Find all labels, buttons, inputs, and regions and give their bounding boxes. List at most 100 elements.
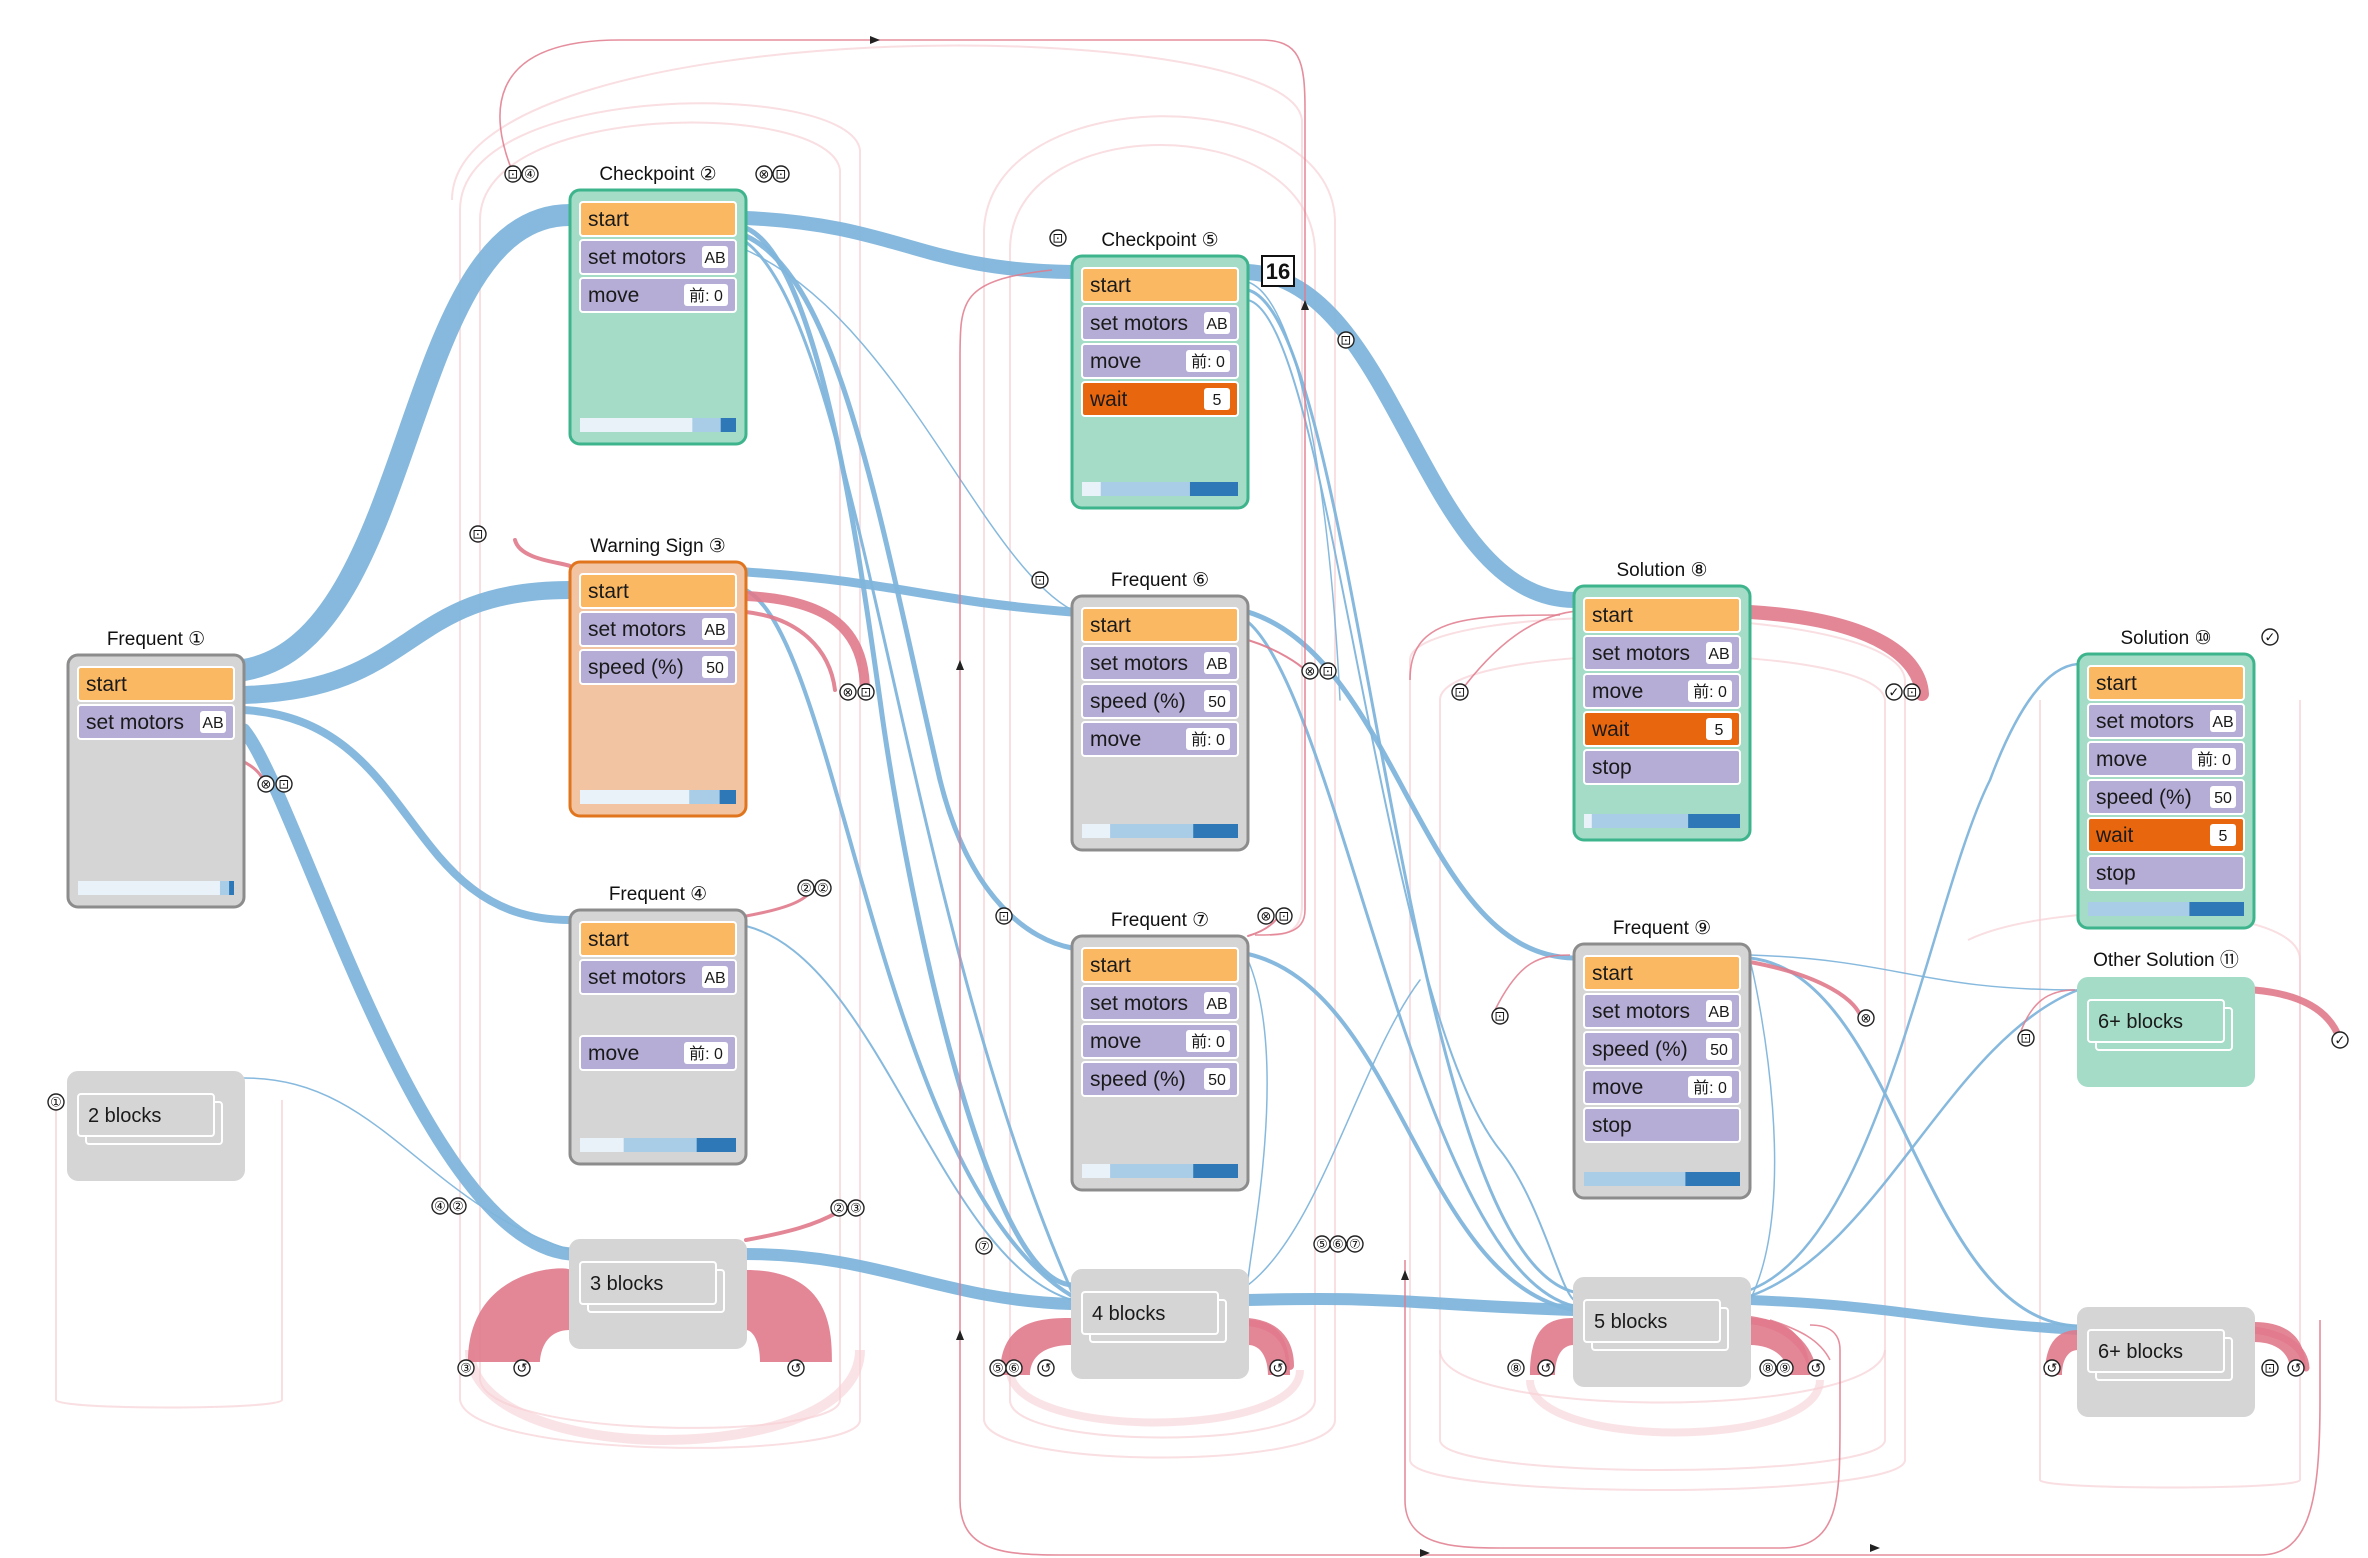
group-g6[interactable]: 6+ blocks	[2077, 1307, 2255, 1417]
marker-icon[interactable]: ✓	[2261, 628, 2279, 646]
marker-icon[interactable]: ⊗	[1257, 907, 1275, 925]
marker-icon[interactable]: ⊡	[1491, 1007, 1509, 1025]
marker-icon[interactable]: ⑥	[1005, 1359, 1023, 1377]
block-cmd	[1081, 645, 1239, 681]
marker-icon[interactable]: ⊡	[469, 525, 487, 543]
block-param: 前: 0	[689, 1045, 723, 1063]
marker-icon[interactable]: ⊡	[1451, 683, 1469, 701]
faint-loop-path	[451, 44, 1303, 936]
marker-icon[interactable]: ②	[830, 1199, 848, 1217]
marker-icon[interactable]: ⑤	[989, 1359, 1007, 1377]
marker-icon[interactable]: ④	[431, 1197, 449, 1215]
marker-icon[interactable]: ↺	[1537, 1359, 1555, 1377]
marker-icon[interactable]: ③	[847, 1199, 865, 1217]
marker-icon[interactable]: ⊡	[2017, 1029, 2035, 1047]
loop-path	[1409, 614, 1561, 681]
marker-icon[interactable]: ↺	[2287, 1359, 2305, 1377]
marker-circle	[521, 165, 539, 183]
marker-icon[interactable]: ⊡	[1275, 907, 1293, 925]
marker-icon[interactable]: ⑧	[1507, 1359, 1525, 1377]
group-g5[interactable]: 5 blocks	[1573, 1277, 1751, 1387]
loop-path	[2250, 986, 2344, 1044]
marker-symbol: ②	[452, 1200, 464, 1215]
marker-icon[interactable]: ⊡	[772, 165, 790, 183]
loop-path	[744, 610, 837, 692]
block-param-box	[1186, 350, 1230, 372]
marker-icon[interactable]: ③	[457, 1359, 475, 1377]
group-label: 6+ blocks	[2098, 1341, 2183, 1363]
group-stack-front	[1583, 1299, 1721, 1343]
marker-icon[interactable]: ⊡	[504, 165, 522, 183]
marker-icon[interactable]: ⊡	[1031, 571, 1049, 589]
marker-icon[interactable]: ⊡	[995, 907, 1013, 925]
marker-icon[interactable]: ⑤	[1313, 1235, 1331, 1253]
marker-symbol: ③	[850, 1202, 862, 1217]
block-cmd	[1583, 749, 1741, 785]
marker-icon[interactable]: ⊗	[755, 165, 773, 183]
marker-icon[interactable]: ⑦	[1346, 1235, 1364, 1253]
block-cmd	[1081, 305, 1239, 341]
marker-icon[interactable]: ↺	[1269, 1359, 1287, 1377]
marker-icon[interactable]: ⊗	[257, 775, 275, 793]
group-g2[interactable]: 2 blocks	[67, 1071, 245, 1181]
marker-symbol: ↺	[791, 1362, 802, 1377]
faint-loop-path	[1439, 1349, 1886, 1404]
marker-circle	[755, 165, 773, 183]
marker-icon[interactable]: ②	[449, 1197, 467, 1215]
faint-loop-layer	[55, 44, 2301, 1491]
marker-symbol: ⊡	[1495, 1010, 1506, 1025]
node-title: Frequent ⑨	[1613, 918, 1711, 939]
marker-icon[interactable]: ⊡	[857, 683, 875, 701]
marker-icon[interactable]: ⑥	[1329, 1235, 1347, 1253]
marker-icon[interactable]: ↺	[1037, 1359, 1055, 1377]
marker-icon[interactable]: ↺	[513, 1359, 531, 1377]
block-start	[1583, 597, 1741, 633]
block-cmd	[579, 611, 737, 647]
marker-symbol: ⊡	[776, 168, 787, 183]
marker-icon[interactable]: ⊡	[1337, 331, 1355, 349]
block-param: 前: 0	[1191, 353, 1225, 371]
marker-icon[interactable]: ②	[814, 879, 832, 897]
marker-icon[interactable]: ⊗	[1857, 1009, 1875, 1027]
marker-icon[interactable]: ⊡	[1903, 683, 1921, 701]
marker-icon[interactable]: ⊡	[1319, 662, 1337, 680]
marker-icon[interactable]: ✓	[1885, 683, 1903, 701]
group-g4[interactable]: 4 blocks	[1071, 1269, 1249, 1379]
block-label: move	[1592, 1076, 1643, 1099]
marker-symbol: ④	[434, 1200, 446, 1215]
marker-symbol: ②	[800, 882, 812, 897]
marker-icon[interactable]: ↺	[2043, 1359, 2061, 1377]
block-param-box	[702, 246, 728, 268]
marker-icon[interactable]: ✓	[2331, 1031, 2349, 1049]
block-label: move	[1090, 728, 1141, 751]
marker-icon[interactable]: ④	[521, 165, 539, 183]
marker-icon[interactable]: ⊡	[2261, 1359, 2279, 1377]
marker-icon[interactable]: ⑨	[1776, 1359, 1794, 1377]
marker-icon[interactable]: ②	[797, 879, 815, 897]
marker-icon[interactable]: ①	[47, 1093, 65, 1111]
marker-symbol: ⊡	[1279, 910, 1290, 925]
marker-icon[interactable]: ↺	[1807, 1359, 1825, 1377]
marker-icon[interactable]: ⊗	[1301, 662, 1319, 680]
marker-icon[interactable]: ⊡	[1049, 229, 1067, 247]
marker-icon[interactable]: ⊡	[275, 775, 293, 793]
flow-edge	[739, 211, 1079, 279]
marker-icon[interactable]: ⊗	[839, 683, 857, 701]
group-g3[interactable]: 3 blocks	[569, 1239, 747, 1349]
marker-icon[interactable]: ⑧	[1759, 1359, 1777, 1377]
marker-icon[interactable]: ↺	[787, 1359, 805, 1377]
block-cmd	[1081, 1061, 1239, 1097]
marker-circle	[830, 1199, 848, 1217]
marker-icon[interactable]: ⑦	[975, 1237, 993, 1255]
